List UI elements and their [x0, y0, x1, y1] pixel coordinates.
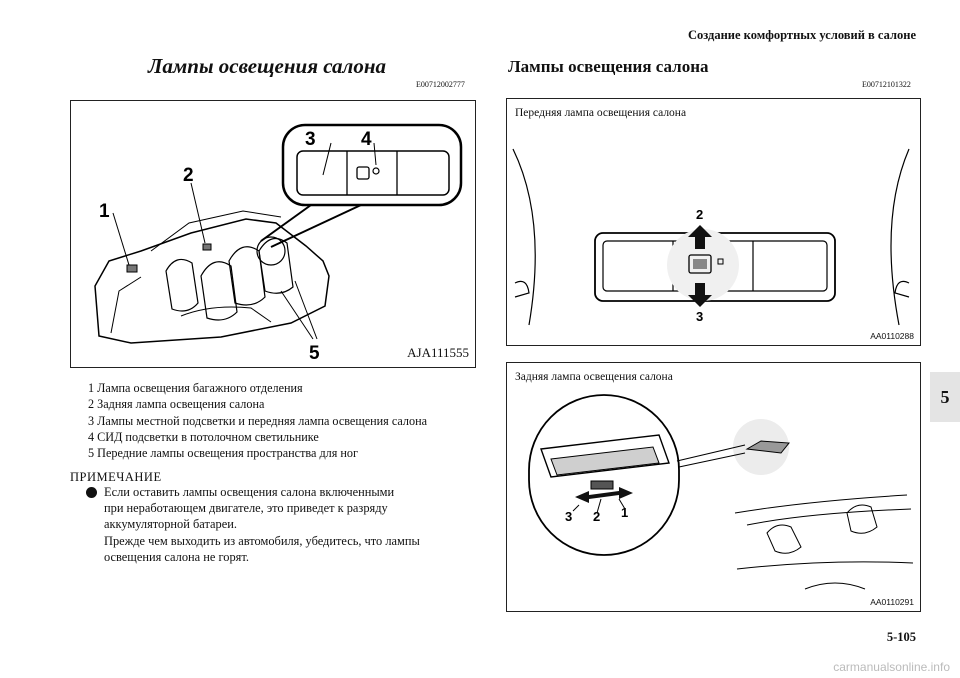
- rear-lamp-caption: Задняя лампа освещения салона: [515, 371, 673, 383]
- legend-item: 1 Лампа освещения багажного отделения: [88, 381, 303, 395]
- note-text: Если оставить лампы освещения салона вкл…: [104, 484, 420, 565]
- bullet-icon: [86, 487, 97, 498]
- note-line: при неработающем двигателе, это приведет…: [104, 501, 388, 516]
- right-section-title: Лампы освещения салона: [508, 57, 709, 76]
- front-label-2: 2: [696, 207, 703, 222]
- front-lamp-illustration: 2 3: [512, 148, 910, 326]
- callout-5: 5: [309, 343, 320, 364]
- watermark: carmanualsonline.info: [833, 660, 950, 674]
- note-heading: ПРИМЕЧАНИЕ: [70, 470, 162, 484]
- note-line: Прежде чем выходить из автомобиля, убеди…: [104, 533, 420, 548]
- vehicle-interior-figure: 1 2 3 4 5 AJA111555: [70, 100, 476, 368]
- front-lamp-figure: Передняя лампа освещения салона 2 3 AA01…: [506, 98, 921, 346]
- left-section-title: Лампы освещения салона: [148, 54, 386, 78]
- running-header: Создание комфортных условий в салоне: [687, 28, 916, 42]
- legend-item: 5 Передние лампы освещения пространства …: [88, 446, 359, 461]
- rear-lamp-figure: Задняя лампа освещения салона 3 2 1 AA01…: [506, 362, 921, 612]
- legend-item: 4 СИД подсветки в потолочном светильнике: [88, 429, 319, 444]
- front-label-3: 3: [696, 309, 703, 324]
- note-line: аккумуляторной батареи.: [104, 517, 237, 532]
- callout-4: 4: [361, 129, 372, 150]
- chapter-tab: 5: [930, 372, 960, 422]
- right-section-code: E00712101322: [862, 80, 911, 89]
- rear-figure-code: AA0110291: [870, 597, 914, 607]
- left-section-code: E00712002777: [416, 80, 465, 89]
- callout-2: 2: [183, 165, 194, 186]
- front-lamp-caption: Передняя лампа освещения салона: [515, 107, 687, 119]
- legend-item: 3 Лампы местной подсветки и передняя лам…: [88, 413, 427, 428]
- rear-label-3: 3: [565, 509, 572, 524]
- vehicle-interior-illustration: 1 2 3 4 5: [94, 123, 463, 364]
- rear-label-2: 2: [593, 509, 600, 524]
- rear-label-1: 1: [621, 505, 628, 520]
- rear-lamp-illustration: 3 2 1: [528, 394, 914, 590]
- note-line: Если оставить лампы освещения салона вкл…: [104, 485, 395, 499]
- legend-list: 1 Лампа освещения багажного отделения 2 …: [88, 380, 427, 461]
- figure-code: AJA111555: [407, 345, 469, 360]
- note-line: освещения салона не горят.: [104, 549, 249, 564]
- callout-3: 3: [305, 129, 316, 150]
- page-number: 5-105: [886, 630, 916, 644]
- callout-1: 1: [99, 201, 110, 222]
- front-figure-code: AA0110288: [870, 331, 914, 341]
- legend-item: 2 Задняя лампа освещения салона: [88, 397, 265, 412]
